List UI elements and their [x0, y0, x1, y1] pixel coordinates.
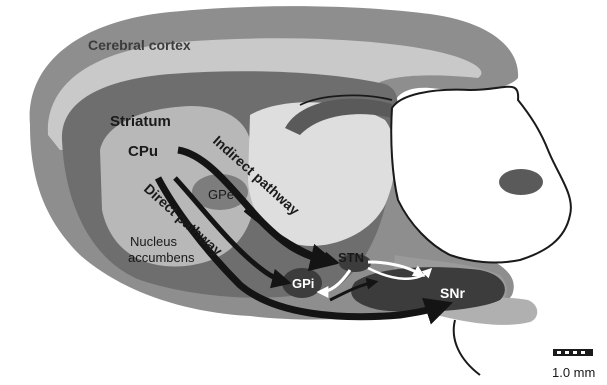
striatum-label: Striatum: [110, 113, 171, 130]
gpe-label: GPe: [208, 187, 234, 202]
gpi-label: GPi: [292, 276, 314, 291]
brainstem-tail: [454, 320, 480, 375]
cerebral-cortex-label: Cerebral cortex: [88, 37, 191, 53]
scale-bar: [553, 349, 593, 356]
snr-label: SNr: [440, 285, 465, 301]
accumbens-label: accumbens: [128, 250, 195, 265]
snr-region: [351, 267, 505, 312]
scale-label: 1.0 mm: [552, 365, 595, 380]
stn-label: STN: [338, 250, 364, 265]
brainstem-nucleus: [499, 169, 543, 195]
nucleus-label: Nucleus: [130, 234, 177, 249]
cpu-label: CPu: [128, 143, 158, 160]
